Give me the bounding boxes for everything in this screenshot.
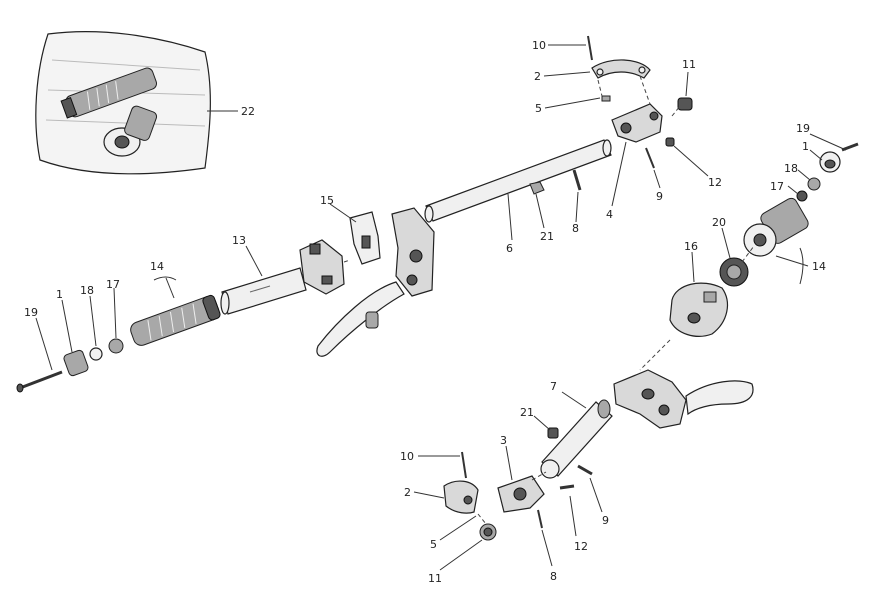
left-clutch-lever xyxy=(316,207,435,357)
label-13: 13 xyxy=(232,234,246,247)
right-brake-lever xyxy=(613,369,754,429)
label-22: 22 xyxy=(241,105,255,118)
right-grip-assembly xyxy=(743,142,859,257)
label-9-bottom: 9 xyxy=(602,514,609,527)
label-14-right: 14 xyxy=(812,260,826,273)
left-throttle-tube xyxy=(220,267,307,315)
label-8-top: 8 xyxy=(572,222,579,235)
label-2-bottom: 2 xyxy=(404,486,411,499)
label-9-top: 9 xyxy=(656,190,663,203)
label-5-top: 5 xyxy=(535,102,542,115)
label-2-top: 2 xyxy=(534,70,541,83)
label-12-bottom: 12 xyxy=(574,540,588,553)
part-21-bottom xyxy=(547,427,559,439)
label-4: 4 xyxy=(606,208,613,221)
label-15: 15 xyxy=(320,194,334,207)
label-3: 3 xyxy=(500,434,507,447)
label-7: 7 xyxy=(550,380,557,393)
label-6: 6 xyxy=(506,242,513,255)
label-11-top: 11 xyxy=(682,58,696,71)
label-16-right: 16 xyxy=(684,240,698,253)
left-switch-housing xyxy=(299,239,345,295)
label-17-left: 17 xyxy=(106,278,120,291)
label-21-bottom: 21 xyxy=(520,406,534,419)
label-19-top: 19 xyxy=(796,122,810,135)
label-14-left: 14 xyxy=(150,260,164,273)
label-8-bottom: 8 xyxy=(550,570,557,583)
inset-grip-set xyxy=(35,31,211,175)
label-19-left: 19 xyxy=(24,306,38,319)
label-18-top: 18 xyxy=(784,162,798,175)
label-10-top: 10 xyxy=(532,39,546,52)
handlebar-tube xyxy=(424,139,612,223)
label-1-top: 1 xyxy=(802,140,809,153)
label-10-bottom: 10 xyxy=(400,450,414,463)
label-18-left: 18 xyxy=(80,284,94,297)
lower-tube-7 xyxy=(540,399,613,479)
part-15-bracket xyxy=(349,211,381,265)
label-20: 20 xyxy=(712,216,726,229)
label-12-top: 12 xyxy=(708,176,722,189)
part-20 xyxy=(719,257,749,287)
label-5-bottom: 5 xyxy=(430,538,437,551)
right-switch-housing xyxy=(669,282,729,337)
label-17-top: 17 xyxy=(770,180,784,193)
label-11-bottom: 11 xyxy=(428,572,442,585)
part-21-top xyxy=(529,181,545,195)
left-grip-assembly xyxy=(16,294,221,393)
lower-clamp-assembly xyxy=(443,451,593,541)
label-1-left: 1 xyxy=(56,288,63,301)
label-21-top: 21 xyxy=(540,230,554,243)
upper-clamp-assembly xyxy=(587,35,693,169)
